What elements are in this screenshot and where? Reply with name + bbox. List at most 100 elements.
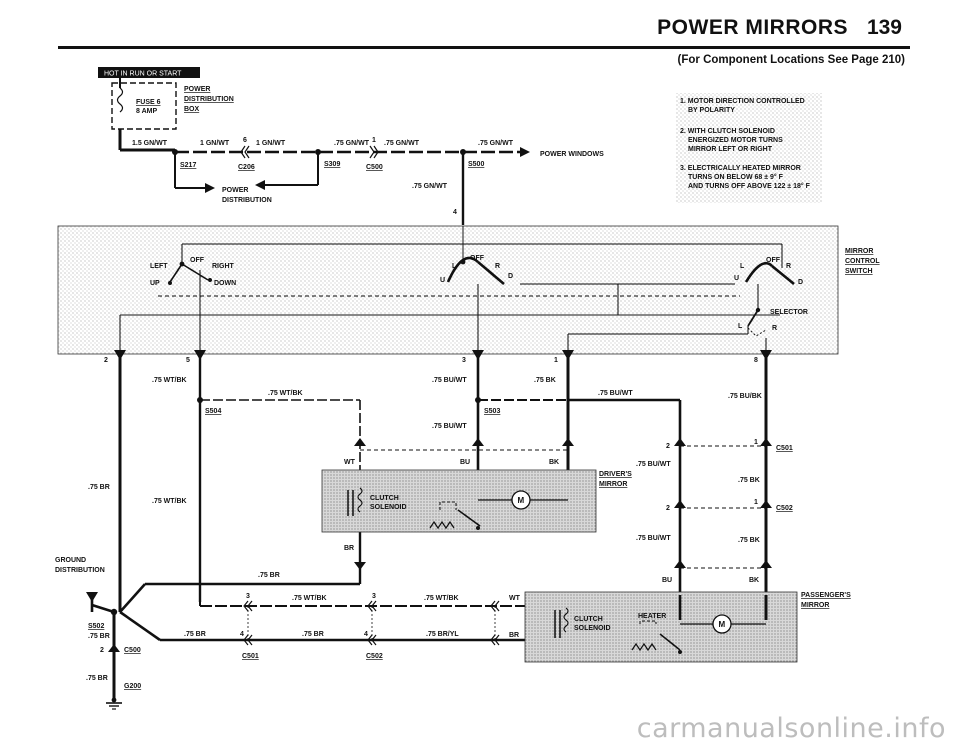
wire-label: .75 WT/BK	[152, 498, 187, 505]
pd-arrow-right	[205, 183, 215, 193]
pdb-line-1: POWER	[184, 86, 210, 93]
connector-c206	[240, 145, 250, 159]
wire-label: .75 BK	[738, 477, 760, 484]
drivers-clutch-label-1: CLUTCH	[370, 495, 399, 502]
switch-left-label: LEFT	[150, 263, 168, 270]
connector-label: C501	[242, 653, 259, 660]
note-1-line-2: BY POLARITY	[688, 107, 735, 114]
pin-label: 4	[453, 209, 457, 216]
wire-label: .75 BR	[88, 484, 110, 491]
pin-label: 6	[243, 137, 247, 144]
power-windows-label: POWER WINDOWS	[540, 151, 604, 158]
heater-label: HEATER	[638, 613, 666, 620]
ground-label-1: GROUND	[55, 557, 86, 564]
left-right-lever	[169, 263, 183, 283]
switch-label-3: SWITCH	[845, 268, 873, 275]
wire-label: .75 BR	[184, 631, 206, 638]
up-down-lever	[181, 263, 209, 281]
note-2-line-1: 2. WITH CLUTCH SOLENOID	[680, 128, 775, 135]
pd-label-2: DISTRIBUTION	[222, 197, 272, 204]
wire-label: 1 GN/WT	[200, 140, 230, 147]
top-power-bus	[118, 129, 520, 225]
wire-label: .75 BR	[88, 633, 110, 640]
wire-color-label: BU	[662, 577, 672, 584]
wire-label: .75 GN/WT	[412, 183, 448, 190]
switch-down-label: DOWN	[214, 280, 236, 287]
note-2-line-2: ENERGIZED MOTOR TURNS	[688, 137, 783, 144]
passengers-mirror-label-1: PASSENGER'S	[801, 592, 851, 599]
wire-label: .75 WT/BK	[152, 377, 187, 384]
splice-label: S309	[324, 161, 340, 168]
switch-up-label: UP	[150, 280, 160, 287]
drivers-mirror-label-1: DRIVER'S	[599, 471, 632, 478]
pin-label: 1	[754, 439, 758, 446]
svg-text:M: M	[518, 496, 525, 505]
pin-label: 3	[372, 593, 376, 600]
pin-label: 5	[186, 357, 190, 364]
wire-label: .75 BU/WT	[598, 390, 633, 397]
note-3-line-2: TURNS ON BELOW 68 ± 9° F	[688, 173, 784, 181]
ground-label-2: DISTRIBUTION	[55, 567, 105, 574]
wire-label: .75 GN/WT	[478, 140, 514, 147]
connector-chevrons	[114, 350, 772, 570]
pin-label: 4	[240, 631, 244, 638]
passenger-clutch-label-1: CLUTCH	[574, 616, 603, 623]
wire-color-label: BK	[549, 459, 559, 466]
right-l-label: L	[740, 263, 745, 270]
notes-box	[676, 93, 822, 203]
connector-label: C501	[776, 445, 793, 452]
splice-s500	[460, 149, 466, 155]
right-u-label: U	[734, 275, 739, 282]
passengers-mirror-box	[524, 591, 798, 663]
page-header: POWER MIRRORS 139 (For Component Locatio…	[0, 10, 960, 70]
splice-s309	[315, 149, 321, 155]
wire-label: 1 GN/WT	[256, 140, 286, 147]
wire-label: .75 WT/BK	[268, 390, 303, 397]
wire-label: .75 BU/WT	[636, 535, 671, 542]
fuse-box-outline	[111, 82, 177, 130]
right-d-label: D	[798, 279, 803, 286]
splice-label: S217	[180, 162, 196, 169]
wire-label: .75 BU/BK	[728, 393, 762, 400]
pdb-line-2: DISTRIBUTION	[184, 96, 234, 103]
note-2-line-3: MIRROR LEFT OR RIGHT	[688, 146, 773, 153]
pin-label: 2	[666, 505, 670, 512]
passenger-clutch-label-2: SOLENOID	[574, 625, 611, 632]
pin-label: 2	[666, 443, 670, 450]
connector-label: C502	[366, 653, 383, 660]
switch-right-label: RIGHT	[212, 263, 235, 270]
switch-label-2: CONTROL	[845, 258, 880, 265]
selector-lever	[747, 309, 759, 327]
wire-label: .75 GN/WT	[384, 140, 420, 147]
right-r-label: R	[786, 263, 791, 270]
selector-label: SELECTOR	[770, 309, 808, 316]
wire-label: .75 GN/WT	[334, 140, 370, 147]
power-banner	[98, 67, 200, 78]
wire-label: .75 BU/WT	[432, 377, 467, 384]
right-switch-arc	[744, 261, 773, 283]
fuse-rating: 8 AMP	[136, 108, 157, 115]
splice-s502	[110, 608, 118, 616]
passengers-mirror-label-2: MIRROR	[801, 602, 829, 609]
pdb-line-3: BOX	[184, 106, 200, 113]
selector-r-label: R	[772, 325, 777, 332]
splice-s503	[475, 397, 481, 403]
mirror-control-switch-box	[57, 225, 839, 355]
middle-off-label: OFF	[470, 255, 485, 262]
pin-label: 1	[372, 137, 376, 144]
wire-label: .75 WT/BK	[292, 595, 327, 602]
wire-label: 1.5 GN/WT	[132, 140, 168, 147]
wire-label: .75 BR/YL	[426, 631, 459, 638]
connector-c500	[369, 145, 379, 159]
wire-label: .75 BR	[302, 631, 324, 638]
middle-d-label: D	[508, 273, 513, 280]
middle-r-label: R	[495, 263, 500, 270]
pin-label: 3	[462, 357, 466, 364]
page-number: 139	[866, 16, 902, 39]
wire-label: .75 BR	[86, 675, 108, 682]
wire-label: .75 WT/BK	[424, 595, 459, 602]
switch-off-label: OFF	[190, 257, 205, 264]
drivers-clutch-label-2: SOLENOID	[370, 504, 407, 511]
drivers-mirror-box	[321, 469, 597, 533]
wire-label: .75 BK	[738, 537, 760, 544]
